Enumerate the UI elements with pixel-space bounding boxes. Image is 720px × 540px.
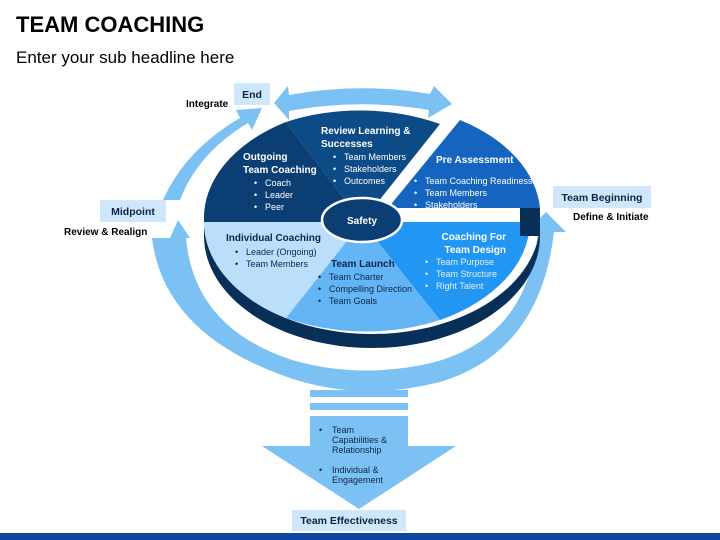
beginning-stage: Team Beginning Define & Initiate xyxy=(553,186,651,223)
review-bullet: • xyxy=(333,152,336,162)
page-subtitle: Enter your sub headline here xyxy=(16,48,235,67)
outcome-item-line: Engagement xyxy=(332,475,384,485)
midpoint-label: Midpoint xyxy=(111,206,155,218)
safety-center: Safety xyxy=(320,196,404,244)
pie-segments xyxy=(203,110,540,332)
team-effectiveness-label: Team Effectiveness xyxy=(300,515,397,527)
launch-bullet: • xyxy=(318,284,321,294)
cycle-arrows xyxy=(152,86,566,392)
outcome-bullet: • xyxy=(319,465,322,475)
segment-team-launch xyxy=(286,222,440,332)
end-caption: Integrate xyxy=(186,99,229,110)
pre-bullet: • xyxy=(414,176,417,186)
segment-coaching-for-team-design xyxy=(362,222,530,320)
upper-left-cycle-arrow xyxy=(163,108,262,200)
pre-item: Team Members xyxy=(425,188,488,198)
outcome-item-line: Individual & xyxy=(332,465,379,475)
outcome-item-line: Capabilities & xyxy=(332,435,387,445)
outcome-bullet: • xyxy=(319,425,322,435)
midpoint-stage: Midpoint Review & Realign xyxy=(64,200,166,238)
pre-assessment-edge xyxy=(520,208,540,236)
outgoing-bullet: • xyxy=(254,178,257,188)
pre-item: Stakeholders xyxy=(425,200,478,210)
outcome-item-line: Relationship xyxy=(332,445,382,455)
coaching-bullet: • xyxy=(425,269,428,279)
review-bullet: • xyxy=(333,164,336,174)
coaching-bullet: • xyxy=(425,281,428,291)
individual-title: Individual Coaching xyxy=(226,233,321,244)
review-title-line2: Successes xyxy=(321,139,373,150)
individual-item: Team Members xyxy=(246,259,309,269)
outgoing-bullet: • xyxy=(254,190,257,200)
coaching-item: Right Talent xyxy=(436,281,484,291)
segment-review-learning xyxy=(286,110,440,222)
outgoing-text: Outgoing Team Coaching • Coach • Leader … xyxy=(243,152,317,212)
coaching-title-line2: Team Design xyxy=(445,245,507,256)
review-bullet: • xyxy=(333,176,336,186)
coaching-bullet: • xyxy=(425,257,428,267)
launch-item: Compelling Direction xyxy=(329,284,412,294)
pre-bullet: • xyxy=(414,200,417,210)
beginning-label: Team Beginning xyxy=(562,192,643,204)
outgoing-item: Leader xyxy=(265,190,293,200)
launch-bullet: • xyxy=(318,296,321,306)
coaching-title-line1: Coaching For xyxy=(442,232,507,243)
launch-bullet: • xyxy=(318,272,321,282)
segment-pre-assessment xyxy=(388,120,540,208)
end-stage: End Integrate xyxy=(186,83,270,110)
review-text: Review Learning & Successes • Team Membe… xyxy=(321,126,410,186)
individual-bullet: • xyxy=(235,259,238,269)
beginning-caption: Define & Initiate xyxy=(573,212,649,223)
segment-outgoing-team-coaching xyxy=(203,122,362,222)
launch-title: Team Launch xyxy=(331,259,395,270)
end-label: End xyxy=(242,89,262,101)
outcome-items: • Team Capabilities & Relationship • Ind… xyxy=(319,425,387,485)
review-item: Team Members xyxy=(344,152,407,162)
outgoing-bullet: • xyxy=(254,202,257,212)
review-item: Outcomes xyxy=(344,176,386,186)
footer-band xyxy=(0,533,720,540)
review-title-line1: Review Learning & xyxy=(321,126,410,137)
individual-bullet: • xyxy=(235,247,238,257)
lower-cycle-arrow xyxy=(152,212,566,392)
midpoint-caption: Review & Realign xyxy=(64,227,147,238)
individual-item: Leader (Ongoing) xyxy=(246,247,317,257)
safety-label: Safety xyxy=(347,216,377,227)
launch-item: Team Goals xyxy=(329,296,378,306)
launch-text: Team Launch • Team Charter • Compelling … xyxy=(318,259,412,306)
pre-item: Team Coaching Readiness xyxy=(425,176,533,186)
segment-individual-coaching xyxy=(204,222,362,318)
outcome-arrow xyxy=(262,390,456,509)
pre-assessment-text: Pre Assessment • Team Coaching Readiness… xyxy=(414,155,533,210)
page-title: TEAM COACHING xyxy=(16,12,205,37)
outgoing-title-line2: Team Coaching xyxy=(243,165,317,176)
outcome-item-line: Team xyxy=(332,425,354,435)
pre-bullet: • xyxy=(414,188,417,198)
review-item: Stakeholders xyxy=(344,164,397,174)
coaching-item: Team Structure xyxy=(436,269,497,279)
launch-item: Team Charter xyxy=(329,272,384,282)
individual-text: Individual Coaching • Leader (Ongoing) •… xyxy=(226,233,321,269)
outgoing-title-line1: Outgoing xyxy=(243,152,287,163)
coaching-design-text: Coaching For Team Design • Team Purpose … xyxy=(425,232,506,291)
outgoing-item: Peer xyxy=(265,202,284,212)
pre-title: Pre Assessment xyxy=(436,155,514,166)
top-cycle-arrow xyxy=(274,86,452,120)
team-effectiveness-stage: Team Effectiveness xyxy=(292,510,406,531)
coaching-item: Team Purpose xyxy=(436,257,494,267)
outgoing-item: Coach xyxy=(265,178,291,188)
